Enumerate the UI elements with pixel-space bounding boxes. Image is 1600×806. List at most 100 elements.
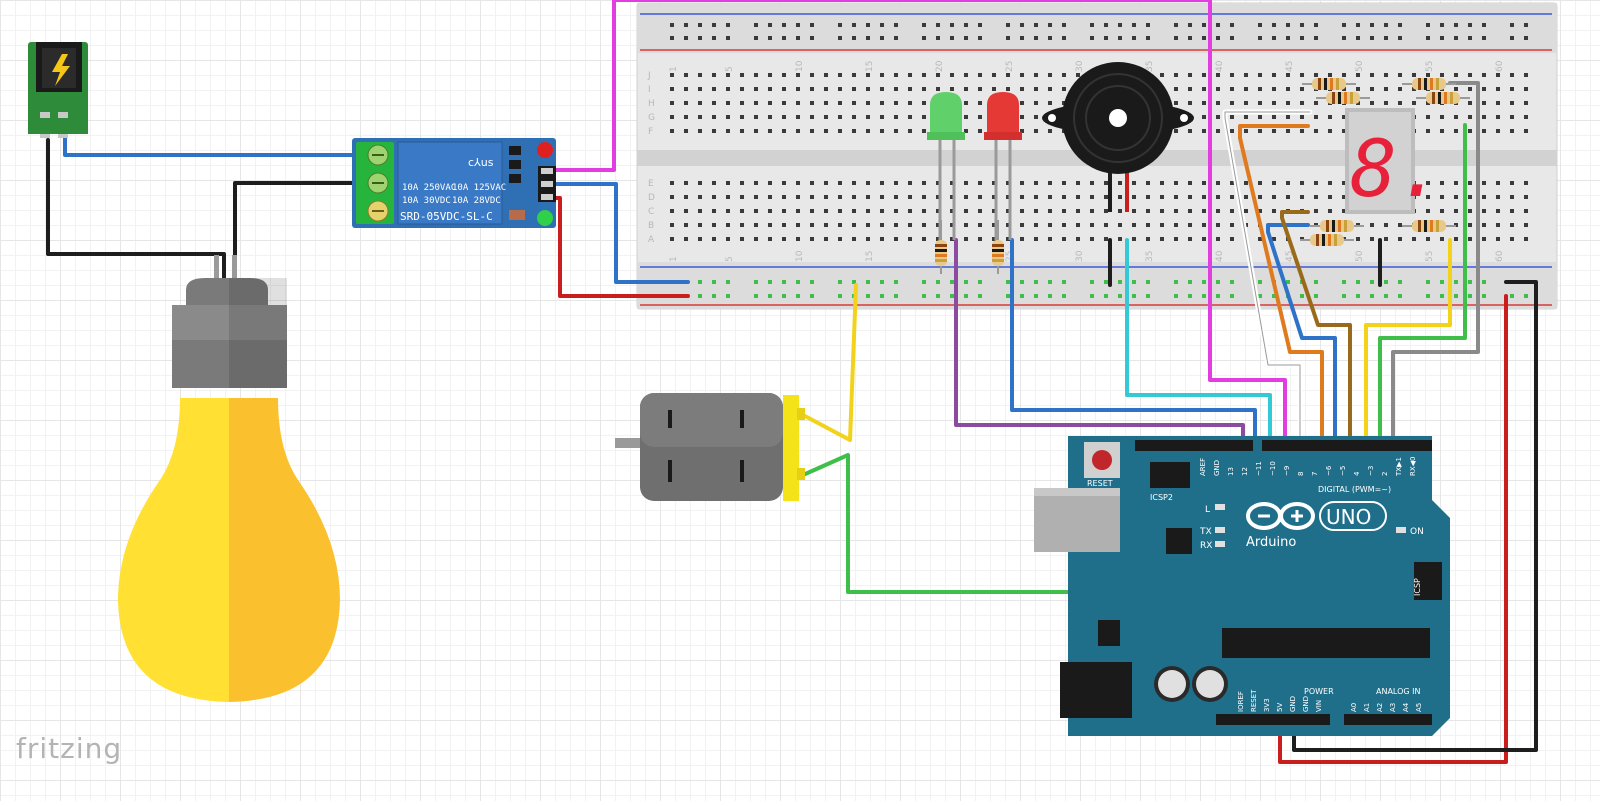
relay-led-red: [537, 142, 553, 158]
bb-column-number: 1: [669, 66, 679, 72]
fritzing-logo: fritzing: [16, 732, 123, 765]
resistor: [1312, 78, 1346, 90]
on-led-label: ON: [1410, 527, 1424, 537]
relay-model: SRD-05VDC-SL-C: [400, 210, 493, 223]
bb-column-number: 50: [1355, 250, 1365, 262]
resistor: [1326, 92, 1360, 104]
piezo-buzzer: [1042, 62, 1194, 212]
arduino-pin-label: GND: [1302, 696, 1310, 712]
wire-relay-signal-magenta: [554, 0, 1287, 450]
bb-column-number: 45: [1285, 251, 1295, 262]
wire-relay-vcc-red: [554, 196, 690, 298]
arduino-pin-label: 7: [1311, 472, 1319, 476]
resistor: [1310, 234, 1344, 246]
bb-column-number: 50: [1355, 60, 1365, 72]
resistor: [992, 240, 1004, 266]
arduino-pin-label: RX◀0: [1409, 457, 1417, 477]
bb-column-number: 10: [795, 60, 805, 72]
arduino-pin-label: A1: [1363, 703, 1371, 712]
arduino-pin-label: 5V: [1276, 703, 1284, 712]
relay-module: c⅄us 10A 250VAC 10A 125VAC 10A 30VDC 10A…: [352, 138, 556, 228]
arduino-pin-label: ~9: [1283, 466, 1291, 476]
relay-led-green: [537, 210, 553, 226]
arduino-uno: RESET ICSP2 L TX RX ON UNO Arduino: [1034, 436, 1450, 736]
bb-column-number: 35: [1145, 251, 1155, 262]
bb-row-letter: G: [648, 113, 655, 123]
uno-text: UNO: [1326, 505, 1371, 529]
bb-row-letter: D: [648, 193, 655, 203]
bb-column-number: 30: [1075, 250, 1085, 262]
arduino-pin-label: VIN: [1315, 700, 1323, 712]
icsp-label: ICSP: [1413, 578, 1422, 596]
bb-row-letter: H: [648, 99, 655, 109]
arduino-pin-label: GND: [1213, 460, 1221, 476]
wire-jack-bulb-black: [46, 138, 226, 280]
wire-display-orange: [1238, 124, 1324, 450]
bb-column-number: 40: [1215, 250, 1225, 262]
relay-rating-4: 10A 28VDC: [452, 196, 501, 206]
wire-jack-relay-blue: [63, 136, 380, 157]
arduino-pin-label: A5: [1415, 703, 1423, 712]
wire-rail-gnd-black: [1292, 280, 1538, 752]
bb-column-number: 15: [865, 61, 875, 72]
bb-column-number: 15: [865, 251, 875, 262]
bb-column-number: 20: [935, 60, 945, 72]
resistors: [935, 78, 1470, 274]
arduino-pin-label: TX▶1: [1395, 457, 1403, 477]
bb-column-number: 45: [1285, 61, 1295, 72]
wire-display-blue2: [1266, 223, 1337, 450]
relay-rating-1: 10A 250VAC: [402, 183, 456, 193]
arduino-pin-label: 12: [1241, 467, 1249, 476]
arduino-pin-label: AREF: [1199, 458, 1207, 476]
bb-row-letter: J: [647, 71, 651, 81]
wire-motor-yellow: [801, 283, 858, 442]
resistor: [1412, 220, 1446, 232]
relay-rating-2: 10A 125VAC: [452, 183, 506, 193]
bb-column-number: 60: [1495, 250, 1505, 262]
bb-row-letter: A: [648, 235, 655, 245]
display-digit: 8.: [1350, 125, 1444, 215]
arduino-pin-label: A2: [1376, 703, 1384, 712]
wire-display-gray: [1391, 81, 1480, 450]
resistor: [1426, 92, 1460, 104]
bb-column-number: 25: [1005, 61, 1015, 72]
relay-rating-3: 10A 30VDC: [402, 196, 451, 206]
l-led-label: L: [1205, 505, 1210, 515]
reset-label: RESET: [1087, 479, 1113, 488]
bb-column-number: 1: [669, 256, 679, 262]
bb-column-number: 10: [795, 250, 805, 262]
arduino-pin-label: 8: [1297, 472, 1305, 476]
icsp2-label: ICSP2: [1150, 493, 1173, 502]
bb-column-number: 5: [725, 256, 735, 262]
analog-in-label: ANALOG IN: [1376, 687, 1421, 696]
digital-pwm-label: DIGITAL (PWM=~): [1318, 485, 1391, 494]
arduino-pin-label: 13: [1227, 467, 1235, 476]
rx-led-label: RX: [1200, 541, 1212, 551]
dc-motor: [615, 393, 805, 501]
wire-relay-bulb-black: [233, 181, 380, 280]
bb-row-letter: E: [648, 179, 654, 189]
wire-relay-gnd-blue: [554, 182, 690, 284]
bb-column-number: 5: [725, 66, 735, 72]
arduino-pin-label: 2: [1381, 472, 1389, 476]
bb-column-number: 35: [1145, 61, 1155, 72]
bb-row-letter: C: [648, 207, 654, 217]
wire-display-white-outline: [1224, 111, 1311, 449]
wire-display-green: [1378, 123, 1467, 450]
arduino-pin-label: A4: [1402, 702, 1410, 712]
arduino-pin-label: RESET: [1250, 689, 1258, 712]
dc-power-jack: [28, 42, 88, 138]
bb-column-number: 55: [1425, 251, 1435, 262]
resistor: [1320, 220, 1354, 232]
tx-led-label: TX: [1199, 527, 1212, 537]
arduino-pin-label: ~3: [1367, 466, 1375, 476]
wire-display-brown: [1280, 210, 1352, 450]
arduino-pin-label: ~10: [1269, 461, 1277, 476]
bb-row-letter: I: [648, 85, 651, 95]
led-red: [984, 92, 1022, 240]
wire-rail-5v-red: [1278, 294, 1508, 764]
arduino-pin-label: ~5: [1339, 466, 1347, 476]
arduino-pin-label: GND: [1289, 696, 1297, 712]
